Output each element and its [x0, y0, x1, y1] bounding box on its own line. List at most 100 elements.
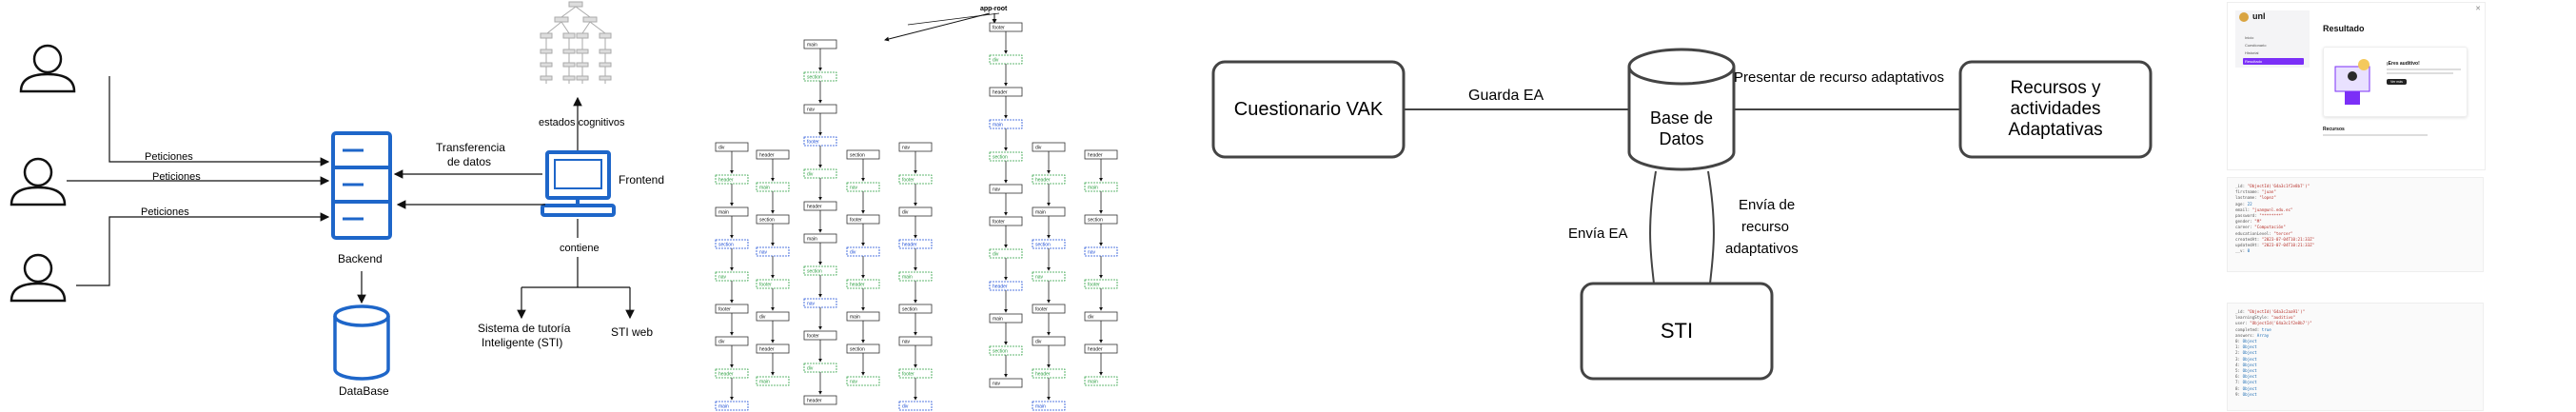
tree-node-label: footer: [993, 220, 1005, 226]
tree-node: [715, 401, 749, 411]
send-ea-label: Envía EA: [1568, 226, 1628, 242]
tree-node-label: header: [993, 90, 1008, 96]
json-field: user: "ObjectId('64a3c1f2e8b7')": [2235, 321, 2312, 326]
tree-node-label: main: [993, 123, 1003, 128]
tree-node-label: footer: [1088, 283, 1100, 288]
tree-node-label: nav: [993, 187, 1001, 193]
sidebar-item-resultado[interactable]: Resultado: [2243, 58, 2304, 65]
close-icon[interactable]: ✕: [2475, 6, 2481, 12]
tree-node-label: section: [850, 153, 865, 159]
database-icon: [333, 304, 390, 381]
architecture-svg: Peticiones Peticiones Peticiones Backend…: [10, 1, 664, 398]
tree-node-label: section: [902, 307, 917, 313]
tree-node-label: nav: [759, 250, 768, 256]
tree-node-label: nav: [1035, 275, 1044, 281]
tree-node-label: main: [902, 275, 913, 281]
sidebar-item-inicio[interactable]: Inicio: [2245, 35, 2254, 40]
tree-node-label: section: [807, 269, 822, 275]
sidebar-item-historial[interactable]: Historial: [2245, 50, 2259, 55]
tree-node-label: div: [902, 210, 909, 216]
tree-node-label: main: [1088, 186, 1098, 191]
resources-label: Recursos: [2323, 127, 2345, 132]
tree-node: [1032, 401, 1066, 411]
tree-node-label: nav: [807, 108, 816, 113]
tree-node-label: nav: [850, 380, 858, 385]
tree-node: [898, 401, 933, 411]
tree-node-label: header: [718, 178, 734, 184]
tree-node-label: footer: [902, 372, 914, 378]
json-field: learningStyle: "auditivo": [2235, 315, 2296, 321]
contains-label: contiene: [560, 243, 600, 254]
see-more-button[interactable]: Ver más: [2387, 79, 2407, 85]
json-field: 4: Object: [2235, 362, 2257, 367]
architecture-diagram: Peticiones Peticiones Peticiones Backend…: [0, 0, 666, 412]
sti-label: Inteligente (STI): [482, 336, 562, 349]
vak-flow-diagram: Cuestionario VAK Guarda EA Base de Datos…: [1199, 0, 2170, 412]
cognitive-states-label: estados cognitivos: [539, 117, 625, 128]
json-field: 3: Object: [2235, 356, 2257, 362]
json-field: completed: true: [2235, 326, 2271, 332]
tree-node-label: header: [759, 347, 775, 353]
vak-box: Cuestionario VAK: [1211, 60, 1406, 159]
page-title: Resultado: [2323, 24, 2365, 33]
tree-node-label: main: [718, 404, 729, 410]
sidebar-item-cuestionario[interactable]: Cuestionario: [2245, 43, 2267, 48]
json-field: 0: Object: [2235, 339, 2257, 344]
requests-label: Peticiones: [145, 151, 193, 163]
computer-icon: [541, 150, 616, 217]
database-cylinder: Base de Datos: [1627, 48, 1736, 171]
json-document-user: _id: "ObjectId('64a3c1f2e8b7')"firstname…: [2227, 177, 2484, 272]
tree-node-label: section: [759, 218, 775, 224]
tree-node-label: section: [1035, 243, 1051, 248]
tree-node-label: main: [1088, 380, 1098, 385]
svg-text:Base de: Base de: [1650, 108, 1713, 128]
tree-node-label: footer: [850, 218, 862, 224]
present-resource-label: Presentar de recurso adaptativos: [1734, 69, 1944, 86]
json-field: educationLevel: "tercer": [2235, 230, 2293, 236]
tree-node-label: header: [902, 243, 917, 248]
tree-node-label: main: [759, 380, 770, 385]
tree-node-label: header: [718, 372, 734, 378]
tree-node: [846, 376, 880, 386]
tree-node-label: footer: [759, 283, 772, 288]
json-field: lastname: "lopez": [2235, 195, 2276, 201]
svg-text:STI: STI: [1661, 319, 1693, 343]
tree-node-label: nav: [993, 382, 1001, 387]
tree-node-label: main: [1035, 404, 1046, 410]
tree-node-label: header: [850, 283, 865, 288]
json-field: 7: Object: [2235, 380, 2257, 385]
tree-node-label: header: [1088, 347, 1103, 353]
sti-box: STI: [1580, 282, 1774, 381]
json-field: career: "Computación": [2235, 225, 2286, 230]
avatar: [2239, 12, 2249, 22]
tree-node-label: footer: [718, 307, 731, 313]
tree-node-label: footer: [807, 140, 819, 146]
json-field: 1: Object: [2235, 344, 2257, 350]
json-field: firstname: "juan": [2235, 189, 2276, 195]
tree-node-label: nav: [807, 302, 816, 307]
tree-node-label: nav: [902, 146, 911, 151]
app-window: unl Inicio Cuestionario Historial Result…: [2227, 2, 2486, 170]
svg-text:Datos: Datos: [1659, 129, 1703, 148]
tree-node-label: div: [718, 340, 725, 345]
send-resource-label: recurso: [1741, 219, 1789, 235]
svg-text:actividades: actividades: [2010, 99, 2100, 119]
user-icon: [19, 44, 76, 93]
json-field: __v: 0: [2235, 248, 2251, 254]
sti-web-label: STI web: [611, 325, 653, 339]
tree-node-label: footer: [807, 334, 819, 340]
tree-node-label: nav: [1088, 250, 1096, 256]
app-screenshot-panel: unl Inicio Cuestionario Historial Result…: [2208, 0, 2576, 412]
json-field: createdAt: "2023-07-04T10:21:33Z": [2235, 236, 2315, 242]
json-field: 8: Object: [2235, 385, 2257, 391]
cognitive-states-tree: [540, 1, 612, 84]
tree-node: [989, 378, 1023, 388]
database-label: DataBase: [339, 384, 389, 398]
json-field: email: "juan@unl.edu.ec": [2235, 206, 2293, 212]
tree-node: [1084, 376, 1118, 386]
user-icon: [10, 253, 67, 303]
send-resource-label: adaptativos: [1725, 241, 1799, 257]
tree-node-label: header: [1088, 153, 1103, 159]
tree-node-label: div: [993, 58, 999, 64]
tree-node-label: section: [807, 75, 822, 81]
